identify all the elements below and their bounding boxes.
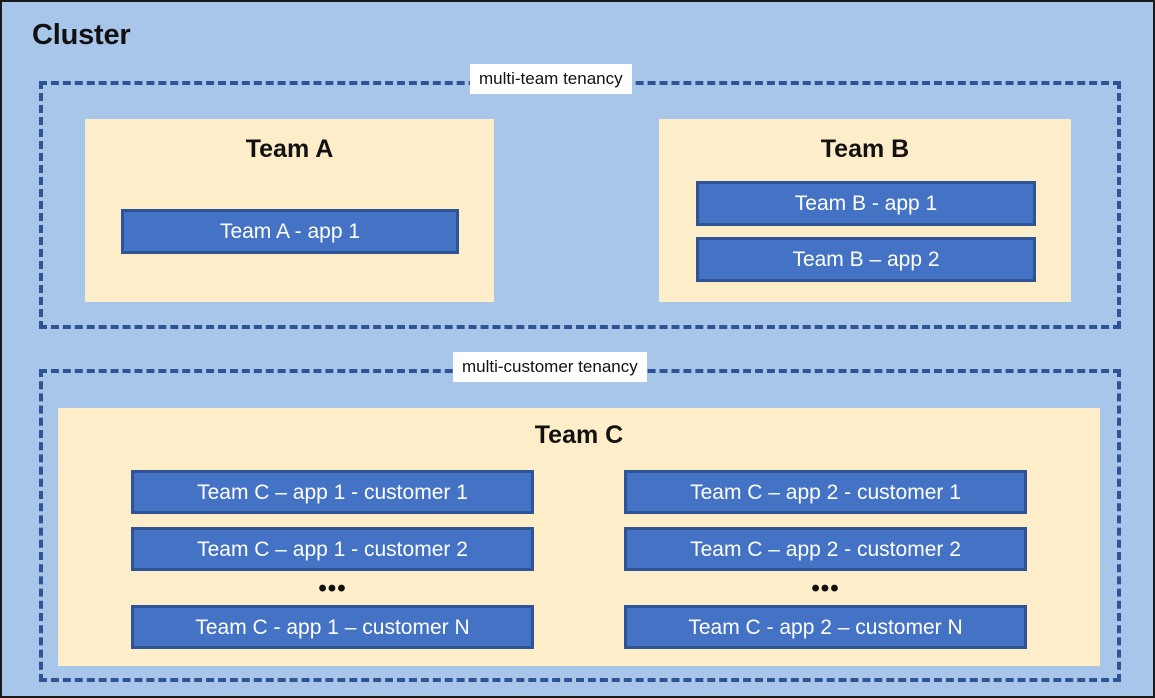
app-column-team-c-app-2: Team C – app 2 - customer 1 Team C – app… xyxy=(624,470,1027,649)
tenancy-group-label-multi-team: multi-team tenancy xyxy=(470,64,632,94)
team-container-team-c: Team C Team C – app 1 - customer 1 Team … xyxy=(58,408,1100,666)
app-box-team-c-app-2-customer-2[interactable]: Team C – app 2 - customer 2 xyxy=(624,527,1027,571)
app-list-team-a: Team A - app 1 xyxy=(121,209,459,254)
app-list-team-b: Team B - app 1 Team B – app 2 xyxy=(696,181,1036,282)
cluster-title: Cluster xyxy=(32,19,131,51)
team-title-team-b: Team B xyxy=(820,135,910,163)
app-box-team-b-app-1[interactable]: Team B - app 1 xyxy=(696,181,1036,226)
app-box-team-c-app-1-customer-1[interactable]: Team C – app 1 - customer 1 xyxy=(131,470,534,514)
ellipsis-team-c-app-1: ••• xyxy=(318,575,347,602)
app-box-team-a-app-1[interactable]: Team A - app 1 xyxy=(121,209,459,254)
app-box-team-c-app-1-customer-n[interactable]: Team C - app 1 – customer N xyxy=(131,605,534,649)
team-title-team-a: Team A xyxy=(245,135,334,163)
app-box-team-c-app-1-customer-2[interactable]: Team C – app 1 - customer 2 xyxy=(131,527,534,571)
ellipsis-team-c-app-2: ••• xyxy=(811,575,840,602)
app-box-team-c-app-2-customer-1[interactable]: Team C – app 2 - customer 1 xyxy=(624,470,1027,514)
team-container-team-b: Team B Team B - app 1 Team B – app 2 xyxy=(659,119,1071,302)
app-grid-team-c: Team C – app 1 - customer 1 Team C – app… xyxy=(131,470,1027,649)
team-title-team-c: Team C xyxy=(534,421,624,449)
team-container-team-a: Team A Team A - app 1 xyxy=(85,119,494,302)
app-box-team-b-app-2[interactable]: Team B – app 2 xyxy=(696,237,1036,282)
tenancy-group-label-multi-customer: multi-customer tenancy xyxy=(453,352,647,382)
app-column-team-c-app-1: Team C – app 1 - customer 1 Team C – app… xyxy=(131,470,534,649)
app-box-team-c-app-2-customer-n[interactable]: Team C - app 2 – customer N xyxy=(624,605,1027,649)
